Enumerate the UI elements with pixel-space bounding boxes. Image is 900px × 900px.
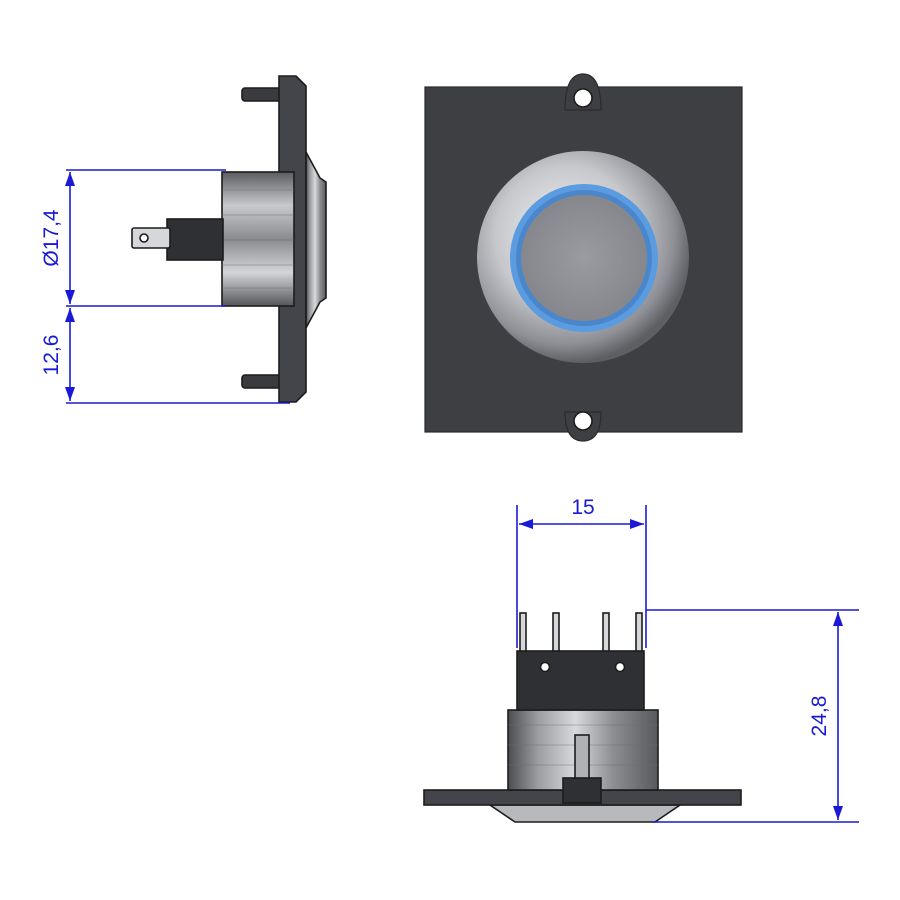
mounting-hole-top [564,73,602,111]
mounting-hole-bottom [564,411,602,442]
height-label: 12,6 [40,335,63,376]
dimension-depth: 24,8 [646,609,859,823]
terminal-pin-3 [602,612,610,652]
side-view [131,75,327,403]
center-stud [574,734,590,781]
diameter-label: Ø17,4 [40,209,63,267]
bottom-hole-right [614,661,626,673]
button-face [521,195,647,321]
bottom-hole-left [539,661,551,673]
side-housing [221,171,295,307]
side-pin-top [241,87,283,102]
side-terminal-hole [139,233,149,243]
terminal-pin-2 [552,612,560,652]
front-view [424,73,743,442]
bottom-connector-block [516,650,645,711]
side-bezel [305,151,327,329]
center-nut [562,777,602,804]
bottom-view [423,612,742,823]
dimension-width: 15 [516,496,647,648]
depth-label: 24,8 [808,696,831,737]
dimension-height: 12,6 [40,308,290,404]
terminal-pin-1 [519,612,527,652]
side-terminal [131,227,171,249]
side-connector-block [166,218,224,261]
bottom-flange [487,804,683,823]
side-pin-bottom [241,374,283,389]
width-label: 15 [571,496,594,519]
dimension-diameter: Ø17,4 [40,169,226,307]
terminal-pin-4 [635,612,643,652]
